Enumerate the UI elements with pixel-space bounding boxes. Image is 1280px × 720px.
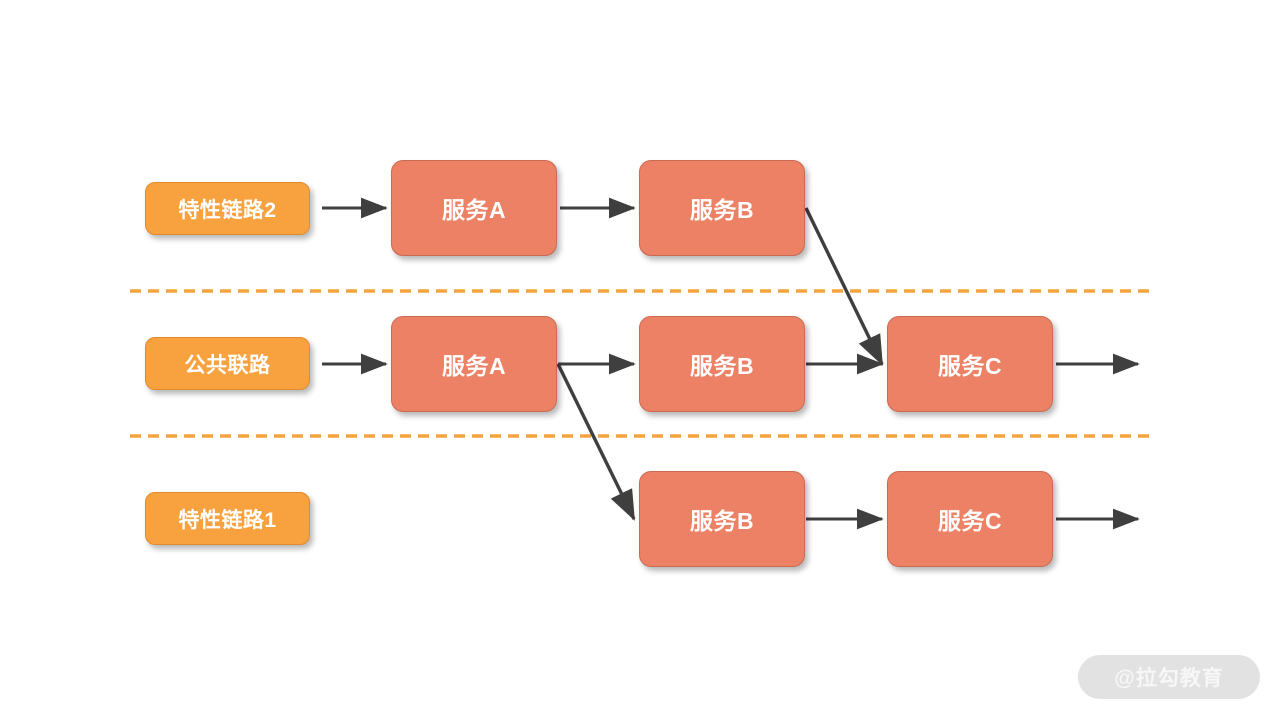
node-mid-service-a[interactable]: 服务A (391, 316, 557, 412)
node-bot-service-c[interactable]: 服务C (887, 471, 1053, 567)
node-mid-service-b[interactable]: 服务B (639, 316, 805, 412)
lane-tag-label: 特性链路2 (178, 198, 277, 222)
watermark: @拉勾教育 (1078, 655, 1260, 699)
lane-tag-label: 特性链路1 (178, 508, 277, 532)
lane-tag-feature-1[interactable]: 特性链路1 (145, 492, 310, 545)
node-label: 服务B (689, 197, 755, 223)
lane-tag-feature-2[interactable]: 特性链路2 (145, 182, 310, 235)
node-label: 服务B (689, 508, 755, 534)
node-mid-service-c[interactable]: 服务C (887, 316, 1053, 412)
node-label: 服务A (441, 197, 507, 223)
node-label: 服务B (689, 353, 755, 379)
watermark-text: @拉勾教育 (1114, 667, 1224, 690)
edge-mid-a-to-bb (556, 363, 636, 521)
node-top-service-a[interactable]: 服务A (391, 160, 557, 256)
node-top-service-b[interactable]: 服务B (639, 160, 805, 256)
lane-tag-common[interactable]: 公共联路 (145, 337, 310, 390)
lane-tag-label: 公共联路 (184, 353, 271, 377)
node-label: 服务C (937, 353, 1003, 379)
node-label: 服务C (937, 508, 1003, 534)
edge-top-b-to-mc (804, 207, 884, 366)
node-label: 服务A (441, 353, 507, 379)
node-bot-service-b[interactable]: 服务B (639, 471, 805, 567)
